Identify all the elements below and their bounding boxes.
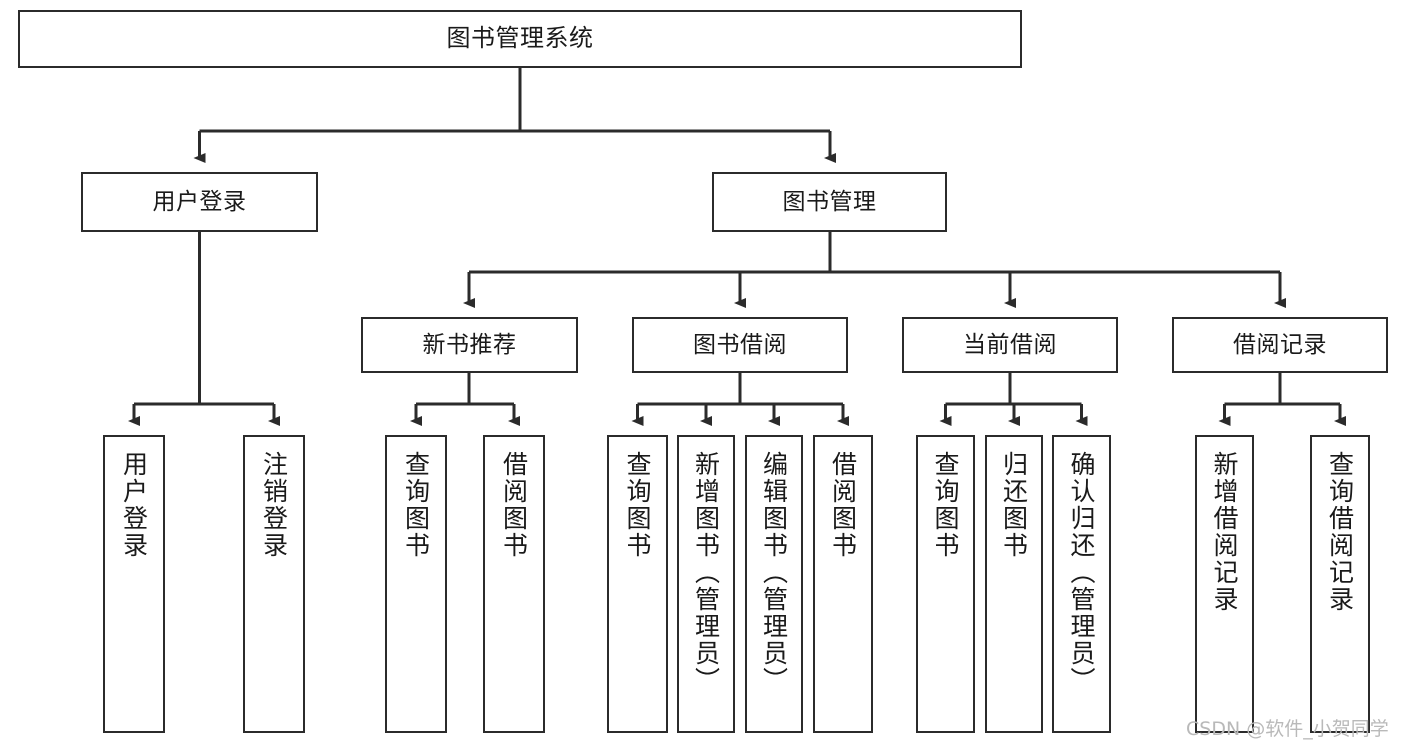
node-leaf-borrow-book-1-label: 借阅图书 bbox=[499, 451, 529, 559]
node-leaf-logout-label: 注销登录 bbox=[259, 451, 289, 559]
node-current-borrow-label: 当前借阅 bbox=[963, 331, 1057, 358]
node-root-label: 图书管理系统 bbox=[446, 24, 594, 53]
node-book-manage[interactable]: 图书管理 bbox=[712, 172, 947, 232]
node-user-login[interactable]: 用户登录 bbox=[81, 172, 318, 232]
node-leaf-add-record-label: 新增借阅记录 bbox=[1210, 451, 1239, 613]
node-new-book-recommend-label: 新书推荐 bbox=[422, 331, 517, 358]
node-borrow-record[interactable]: 借阅记录 bbox=[1172, 317, 1388, 373]
node-leaf-query-book-2-label: 查询图书 bbox=[623, 451, 652, 559]
node-leaf-edit-book[interactable]: 编辑图书（管理员） bbox=[745, 435, 803, 733]
node-book-borrow[interactable]: 图书借阅 bbox=[632, 317, 848, 373]
node-leaf-confirm-return[interactable]: 确认归还（管理员） bbox=[1052, 435, 1111, 733]
node-leaf-user-login[interactable]: 用户登录 bbox=[103, 435, 165, 733]
node-current-borrow[interactable]: 当前借阅 bbox=[902, 317, 1118, 373]
node-leaf-return-book[interactable]: 归还图书 bbox=[985, 435, 1043, 733]
node-leaf-edit-book-label: 编辑图书（管理员） bbox=[759, 451, 789, 694]
node-leaf-query-record-label: 查询借阅记录 bbox=[1325, 451, 1355, 613]
node-leaf-query-book-2[interactable]: 查询图书 bbox=[607, 435, 668, 733]
node-root[interactable]: 图书管理系统 bbox=[18, 10, 1022, 68]
node-leaf-logout[interactable]: 注销登录 bbox=[243, 435, 305, 733]
node-leaf-add-book-label: 新增图书（管理员） bbox=[691, 451, 721, 694]
node-leaf-query-book-3[interactable]: 查询图书 bbox=[916, 435, 975, 733]
node-borrow-record-label: 借阅记录 bbox=[1233, 331, 1327, 358]
node-leaf-query-book-1[interactable]: 查询图书 bbox=[385, 435, 447, 733]
node-leaf-add-record[interactable]: 新增借阅记录 bbox=[1195, 435, 1254, 733]
node-new-book-recommend[interactable]: 新书推荐 bbox=[361, 317, 578, 373]
node-user-login-label: 用户登录 bbox=[152, 188, 247, 215]
node-book-borrow-label: 图书借阅 bbox=[693, 331, 787, 358]
node-book-manage-label: 图书管理 bbox=[782, 188, 877, 215]
node-leaf-add-book[interactable]: 新增图书（管理员） bbox=[677, 435, 735, 733]
node-leaf-confirm-return-label: 确认归还（管理员） bbox=[1067, 451, 1096, 694]
node-leaf-query-record[interactable]: 查询借阅记录 bbox=[1310, 435, 1370, 733]
node-leaf-query-book-1-label: 查询图书 bbox=[401, 451, 431, 559]
node-leaf-borrow-book-2[interactable]: 借阅图书 bbox=[813, 435, 873, 733]
node-leaf-borrow-book-1[interactable]: 借阅图书 bbox=[483, 435, 545, 733]
node-leaf-borrow-book-2-label: 借阅图书 bbox=[828, 451, 858, 559]
node-leaf-return-book-label: 归还图书 bbox=[999, 451, 1029, 559]
node-leaf-user-login-label: 用户登录 bbox=[119, 451, 149, 559]
node-leaf-query-book-3-label: 查询图书 bbox=[931, 451, 960, 559]
